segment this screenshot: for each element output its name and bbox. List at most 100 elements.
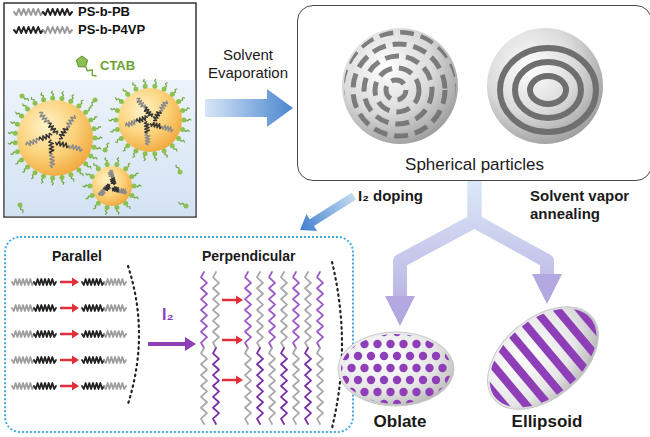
- polymer-chain: [257, 272, 263, 348]
- surfactant-head: [114, 205, 119, 210]
- droplet: [17, 100, 93, 176]
- process-arrow: [300, 193, 356, 231]
- spherical-particles: [342, 28, 603, 148]
- surfactant-head: [88, 118, 93, 123]
- interface-line: [332, 262, 342, 428]
- domain-dot: [438, 364, 446, 372]
- domain-dot: [406, 376, 414, 384]
- polymer-chain: [62, 92, 64, 97]
- polymer-chain: [105, 209, 107, 214]
- domain-dot: [393, 352, 401, 360]
- surfactant-head: [19, 114, 24, 119]
- beaker: [4, 3, 196, 217]
- domain-dot: [380, 328, 388, 336]
- legend-text: PS-b-P4VP: [78, 22, 145, 38]
- oblate-particle: [338, 332, 454, 406]
- surfactant-head: [114, 118, 119, 123]
- polymer-chain: [134, 196, 139, 198]
- polymer-chain: [56, 141, 69, 147]
- lamella: [500, 48, 596, 132]
- surfactant-head: [83, 110, 88, 115]
- domain-stripe: [543, 306, 607, 368]
- polymer-chain: [14, 27, 43, 33]
- red-arrow: [60, 356, 79, 365]
- polymer-chain: [305, 348, 311, 424]
- surfactant-head: [162, 148, 167, 153]
- polymer-chain: [127, 205, 130, 209]
- annotation-label: I₂ doping: [358, 187, 423, 205]
- domain-dot: [451, 340, 459, 348]
- polymer-chain: [24, 97, 29, 100]
- polymer-chain: [117, 209, 119, 214]
- surfactant-head: [13, 140, 18, 145]
- polymer-chain: [23, 169, 26, 173]
- polymer-chain: [269, 272, 275, 348]
- node-text: Ellipsoid: [468, 412, 626, 432]
- domain-dot: [354, 400, 362, 408]
- surfactant-head: [178, 170, 183, 175]
- polymer-chain: [82, 383, 104, 389]
- polymer-chain: [62, 179, 64, 184]
- surfactant-head: [96, 201, 101, 206]
- domain-dot: [341, 352, 349, 360]
- surfactant-head: [115, 127, 120, 132]
- polymer-chain: [69, 145, 82, 151]
- polymer-chain: [162, 125, 173, 131]
- polymer-chain: [96, 127, 101, 129]
- surfactant-head: [115, 108, 120, 113]
- surfactant-head: [50, 175, 55, 180]
- polymer-chain: [136, 116, 147, 123]
- domain-dot: [386, 364, 394, 372]
- polymer-chain: [106, 143, 109, 148]
- domain-dot: [341, 376, 349, 384]
- surfactant-head: [19, 157, 24, 162]
- polymer-chain: [87, 165, 91, 168]
- polymer-chain: [179, 202, 184, 205]
- ellipsoid-particle: [468, 306, 617, 410]
- polymer-chain: [32, 174, 35, 178]
- surfactant-head: [119, 136, 124, 141]
- domain-dot: [380, 376, 388, 384]
- polymer-chain: [16, 161, 20, 164]
- polymer-chain: [245, 272, 251, 348]
- surfactant-head: [18, 203, 23, 208]
- surfactant-head: [125, 92, 130, 97]
- polymer-chain: [72, 95, 74, 100]
- domain-dot: [432, 328, 440, 336]
- domain-dot: [425, 388, 433, 396]
- domain-dot: [367, 400, 375, 408]
- red-arrow: [222, 296, 243, 305]
- polymer-chain: [11, 122, 16, 124]
- polymer-chain: [43, 9, 72, 15]
- domain-dot: [360, 340, 368, 348]
- doping-arrow: [148, 337, 196, 351]
- polymer-chain: [155, 79, 157, 84]
- surfactant-head: [91, 126, 96, 131]
- polymer-chain: [269, 348, 275, 424]
- surfactant-head: [123, 166, 128, 171]
- surfactant-head: [96, 166, 101, 171]
- surfactant-head: [76, 56, 87, 67]
- surfactant-head: [15, 122, 20, 127]
- polymer-chain: [93, 157, 97, 159]
- polymer-chain: [185, 130, 190, 131]
- polymer-chain: [133, 153, 135, 158]
- surfactant-head: [105, 162, 110, 167]
- domain-dot: [425, 340, 433, 348]
- polymer-chain: [109, 119, 114, 121]
- polymer-chain: [71, 177, 73, 182]
- polymer-chain: [144, 122, 149, 134]
- polymer-chain: [127, 163, 130, 167]
- polymer-chain: [123, 147, 126, 151]
- polymer-chain: [257, 348, 263, 424]
- polymer-chain: [8, 142, 13, 144]
- polymer-chain: [12, 357, 34, 363]
- domain-dot: [354, 352, 362, 360]
- particle-shape: Ellipsoid: [468, 306, 626, 434]
- polymer-chain: [281, 348, 287, 424]
- polymer-chain: [82, 357, 104, 363]
- polymer-chain: [26, 138, 39, 145]
- red-arrow: [60, 382, 79, 391]
- polymer-chain: [51, 91, 53, 96]
- surfactant-head: [88, 184, 93, 189]
